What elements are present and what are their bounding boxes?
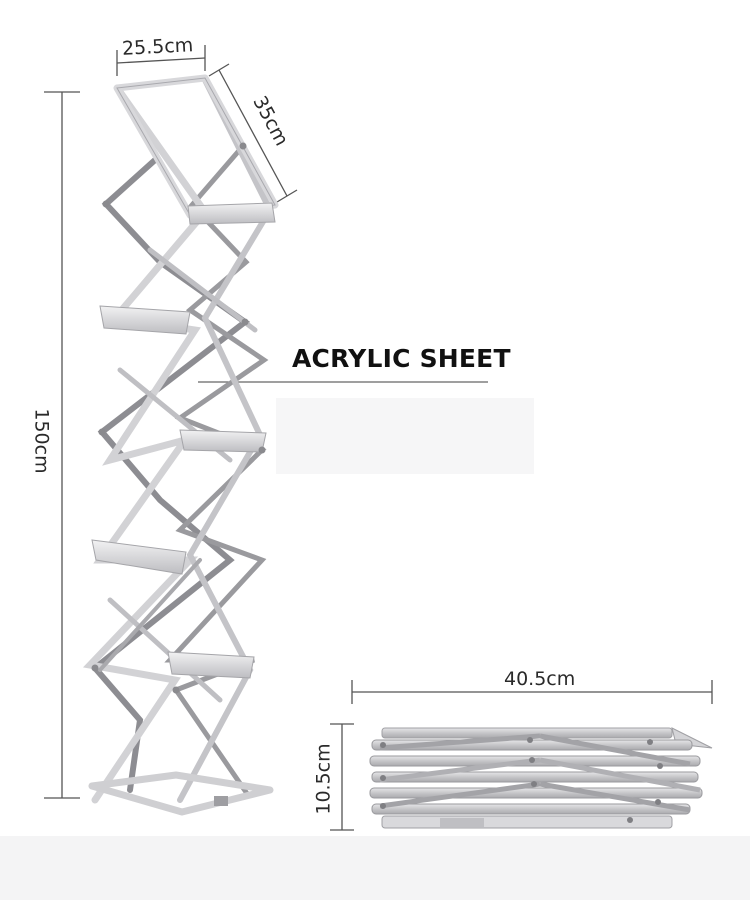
- hinge-pin-icon: [239, 142, 247, 150]
- hinge-pins: [91, 142, 266, 694]
- shelf: [167, 651, 255, 679]
- folded-width-label: 40.5cm: [504, 668, 576, 690]
- hinge-pin-icon: [380, 803, 386, 809]
- shelf: [91, 539, 187, 575]
- hinge-pin-icon: [529, 757, 535, 763]
- folded-height-label: 10.5cm: [312, 743, 335, 815]
- folded-width-dimension-line: [351, 680, 713, 704]
- top-depth-dimension-line: [208, 63, 298, 203]
- height-label: 150cm: [30, 408, 53, 474]
- hinge-pin-icon: [380, 742, 386, 748]
- hinge-pin-icon: [527, 737, 533, 743]
- rack-base: [88, 771, 274, 816]
- shelf: [179, 429, 267, 453]
- hinge-pin-icon: [172, 686, 180, 694]
- hinge-pin-icon: [98, 428, 106, 436]
- bottom-background-strip: [0, 836, 750, 900]
- top-width-dimension-line: [116, 45, 206, 76]
- rack-shelves: [91, 202, 276, 679]
- hinge-pin-icon: [627, 817, 633, 823]
- hinge-pin-icon: [91, 664, 99, 672]
- top-width-label: 25.5cm: [121, 34, 194, 60]
- height-dimension-line: [44, 91, 80, 799]
- shelf: [99, 305, 191, 335]
- hinge-pin-icon: [531, 781, 537, 787]
- hinge-pin-icon: [241, 318, 249, 326]
- rack-strut: [147, 247, 258, 333]
- hinge-pin-icon: [655, 799, 661, 805]
- hinge-pin-icon: [647, 739, 653, 745]
- hinge-pin-icon: [258, 446, 266, 454]
- rack-back-chain: [90, 157, 251, 793]
- hinge-pin-icon: [657, 763, 663, 769]
- folded-height-dimension-line: [330, 723, 354, 831]
- rack-strut: [98, 558, 202, 672]
- rack-top-frame: [113, 74, 279, 219]
- shelf: [187, 202, 276, 225]
- acrylic-sheet-label: ACRYLIC SHEET: [292, 344, 511, 373]
- hinge-pin-icon: [102, 200, 110, 208]
- acrylic-placeholder-panel: [276, 398, 534, 474]
- rack-strut: [107, 597, 223, 703]
- hinge-pin-icon: [380, 775, 386, 781]
- folded-rack: [369, 727, 713, 829]
